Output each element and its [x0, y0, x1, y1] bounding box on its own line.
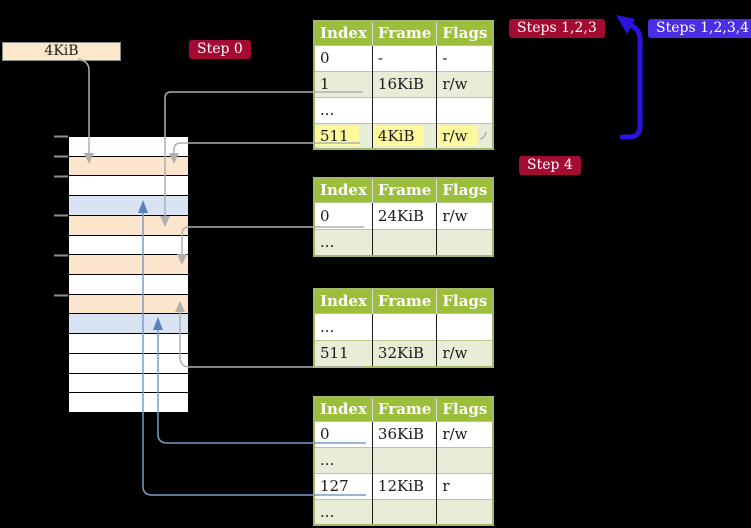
memory-frame-row-9: [69, 314, 188, 335]
table-row: ...: [314, 228, 494, 256]
memory-frame-row-2: [69, 176, 188, 197]
table-cell: ...: [314, 96, 373, 123]
column-header: Frame: [372, 21, 438, 45]
table-row: 0--: [314, 44, 494, 71]
memory-frame-row-0: [69, 137, 188, 157]
table-cell: [372, 312, 438, 340]
table-cell: 511: [314, 339, 373, 367]
table-cell: 1: [314, 70, 373, 97]
table-cell: -: [372, 44, 438, 71]
table-cell: [436, 228, 494, 256]
table-cell: 36KiB: [372, 420, 438, 447]
highlighted-value: r/w: [437, 125, 478, 146]
table-cell: 511: [314, 122, 373, 149]
table-cell: 0: [314, 44, 373, 71]
table-row: ...: [314, 96, 494, 123]
frame-size-label: 4KiB: [2, 42, 121, 61]
column-header: Index: [314, 397, 373, 421]
step-4-label: Step 4: [519, 156, 581, 175]
table-cell: r: [436, 472, 494, 499]
memory-frame-row-3: [69, 196, 188, 216]
steps-1-2-3-4-label: Steps 1,2,3,4: [648, 19, 751, 38]
table-row: ...: [314, 498, 494, 525]
memory-frame-row-12: [69, 373, 188, 394]
table-cell: r/w: [436, 122, 494, 149]
memory-frame-row-7: [69, 275, 188, 295]
table-cell: 16KiB: [372, 70, 438, 97]
column-header: Flags: [436, 397, 494, 421]
table-cell: 127: [314, 472, 373, 499]
column-header: Frame: [372, 178, 438, 202]
memory-frame-row-13: [69, 393, 188, 413]
memory-frame-row-11: [69, 353, 188, 374]
column-header: Frame: [372, 289, 438, 313]
table-row: ...: [314, 312, 494, 340]
table-cell: 4KiB: [372, 122, 438, 149]
table-cell: [436, 96, 494, 123]
memory-frame-row-4: [69, 215, 188, 236]
table-cell: ...: [314, 498, 373, 525]
column-header: Flags: [436, 21, 494, 45]
memory-frame-row-6: [69, 255, 188, 276]
steps-loop-arrow: [616, 15, 643, 140]
table-cell: [372, 446, 438, 473]
table-cell: r/w: [436, 339, 494, 367]
physical-memory-column: [68, 136, 189, 413]
column-header: Index: [314, 21, 373, 45]
table-cell: [436, 498, 494, 525]
memory-tick-marks: [54, 135, 68, 297]
table-row: 511 4KiB r/w: [314, 122, 494, 149]
column-header: Flags: [436, 289, 494, 313]
table-cell: [372, 228, 438, 256]
table-cell: 12KiB: [372, 472, 438, 499]
table-cell: ...: [314, 228, 373, 256]
table-cell: ...: [314, 312, 373, 340]
table-cell: 24KiB: [372, 201, 438, 229]
highlighted-value: 511: [315, 125, 359, 146]
table-cell: -: [436, 44, 494, 71]
highlighted-value: 4KiB: [372, 125, 425, 146]
memory-frame-row-10: [69, 334, 188, 354]
steps-1-2-3-label: Steps 1,2,3: [509, 19, 605, 38]
table-cell: r/w: [436, 201, 494, 229]
table-cell: r/w: [436, 70, 494, 97]
table-cell: 32KiB: [372, 339, 438, 367]
table-cell: r/w: [436, 420, 494, 447]
column-header: Flags: [436, 178, 494, 202]
table-row: ...: [314, 446, 494, 473]
memory-frame-row-1: [69, 156, 188, 177]
step-0-label: Step 0: [189, 40, 251, 59]
column-header: Index: [314, 178, 373, 202]
memory-frame-row-5: [69, 235, 188, 256]
table-cell: [436, 312, 494, 340]
table-cell: [436, 446, 494, 473]
memory-frame-row-8: [69, 294, 188, 315]
table-cell: [372, 96, 438, 123]
table-cell: 0: [314, 420, 373, 447]
table-cell: ...: [314, 446, 373, 473]
column-header: Index: [314, 289, 373, 313]
table-cell: 0: [314, 201, 373, 229]
table-cell: [372, 498, 438, 525]
column-header: Frame: [372, 397, 438, 421]
